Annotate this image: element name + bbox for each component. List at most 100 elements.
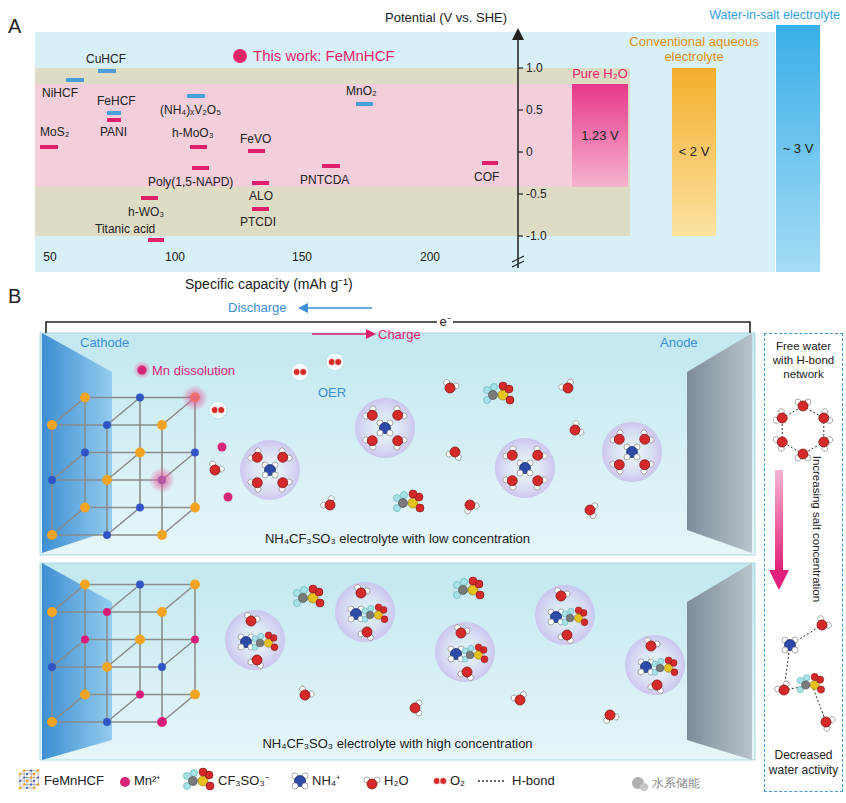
oxygen-atom [391, 408, 405, 422]
lattice-bond [52, 695, 85, 723]
window-value: 1.23 V [581, 128, 619, 144]
mn-dissolution-glow [149, 467, 175, 493]
oxygen-atom [584, 504, 596, 516]
lattice-bond [24, 777, 38, 778]
lattice-bond [20, 781, 34, 782]
oxygen-atom [514, 694, 527, 707]
oxygen-atom [638, 458, 652, 472]
hydrogen-atom [448, 656, 454, 662]
axis-break [512, 261, 524, 267]
triflate-ion [652, 657, 678, 676]
water-molecule [364, 777, 380, 789]
hydrogen-bond-sample [478, 780, 506, 781]
oxygen-atom [355, 587, 368, 600]
material-label: COF [474, 170, 499, 184]
triflate-ion [184, 768, 215, 790]
legend-label: CF₃SO₃⁻ [218, 773, 269, 789]
carbon-atom [802, 681, 810, 689]
water-molecule [242, 612, 261, 629]
fluorine-atom [191, 770, 198, 777]
wire-label: e⁻ [437, 314, 452, 330]
fluorine-atom [301, 587, 308, 594]
lattice-atom [103, 421, 111, 429]
process-label: Charge [378, 327, 421, 343]
water-molecule [795, 449, 811, 461]
water-molecule [319, 494, 339, 513]
water-molecule [774, 680, 794, 698]
oxygen-atom [775, 411, 789, 425]
lattice-bond [52, 585, 85, 613]
callout-label: Mn dissolution [152, 363, 235, 379]
oxygen-atom [300, 369, 307, 376]
lattice-atom [136, 394, 144, 402]
hydrogen-atom [302, 783, 308, 789]
axis-tick [518, 151, 523, 152]
solvation-sheath [535, 585, 595, 645]
solvation-sheath [495, 438, 555, 498]
voltage-band [35, 68, 630, 236]
mn-ion [138, 366, 147, 375]
oxygen-atom [561, 629, 574, 642]
electrode: Cathode [42, 333, 137, 553]
lattice-atom [136, 691, 144, 699]
window-value: < 2 V [679, 144, 710, 160]
lattice-atom [102, 475, 112, 485]
hydrogen-atom [377, 430, 383, 436]
lattice-atom [48, 476, 56, 484]
lattice-bond [20, 788, 34, 789]
capacity-bar [40, 145, 58, 149]
oxygen-atom [651, 679, 664, 692]
legend-icons [19, 768, 648, 791]
triflate-ion [462, 644, 488, 663]
lattice-atom [26, 787, 28, 789]
capacity-bar [141, 196, 158, 200]
oxygen-atom [276, 450, 290, 464]
panel-caption: NH₄CF₃SO₃ electrolyte with low concentra… [40, 531, 755, 547]
lattice-atom [33, 773, 36, 776]
zoom-heading: Free water with H-bond network [767, 340, 840, 381]
femnhcf-lattice [19, 769, 40, 789]
lattice-bond [107, 398, 140, 426]
ammonium-ion [348, 606, 364, 622]
lattice-atom [23, 783, 26, 786]
oxygen-atom [665, 657, 672, 664]
oxygen-atom [499, 382, 507, 390]
oxygen-atom [367, 779, 377, 789]
mn-ion [224, 493, 233, 502]
mn-ion-glow [133, 361, 151, 379]
hydrogen-atom [238, 644, 244, 650]
oxygen-atom [811, 673, 818, 680]
axis-break [512, 256, 524, 262]
hydrogen-atom [624, 454, 630, 460]
lattice-atom [158, 663, 166, 671]
discharge-arrow [306, 307, 372, 309]
triflate-ion [362, 604, 388, 623]
oxygen-atom [410, 703, 420, 713]
oxygen-atom [612, 458, 626, 472]
material-label: Titanic acid [95, 222, 155, 236]
lattice-atom [103, 718, 111, 726]
zoom-box: Free water with H-bond networkIncreasing… [764, 333, 843, 792]
mn-dissolution-glow [182, 385, 208, 411]
oxygen-atom [777, 683, 791, 697]
lattice-bond [52, 640, 85, 668]
oxygen-molecule [209, 401, 227, 419]
water-molecule [552, 587, 571, 604]
lattice-atom [157, 420, 167, 430]
lattice-bond [107, 585, 140, 613]
water-molecule [815, 408, 833, 428]
oxygen-atom [199, 768, 207, 776]
electrolyte-panel: NH₄CF₃SO₃ electrolyte with high concentr… [40, 563, 755, 760]
callout-label: OER [318, 385, 346, 401]
oxygen-atom [250, 476, 264, 490]
material-label: (NH₄)ₓV₂O₅ [160, 103, 221, 117]
hydrogen-atom [387, 430, 393, 436]
lattice-atom [26, 773, 28, 775]
ammonium-ion [624, 444, 640, 460]
water-molecule [567, 420, 585, 440]
oxygen-atom [449, 446, 462, 459]
lattice-bond [24, 770, 38, 771]
ammonium-ion [638, 659, 654, 675]
lattice-atom [80, 690, 90, 700]
oxygen-atom [251, 654, 264, 667]
